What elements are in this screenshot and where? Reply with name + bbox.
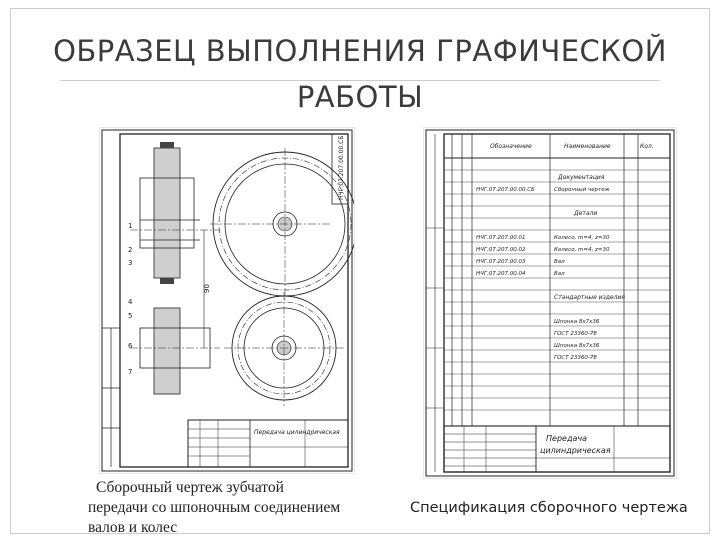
title-block-text: Передача цилиндрическая: [254, 429, 340, 436]
spec-title-line2: цилиндрическая: [540, 446, 611, 455]
assembly-drawing-image: НЧГ.07.207.00.00.СБ 90 1 2 3 4 5 6 7: [100, 128, 358, 473]
spec-section-docs: Документация: [557, 174, 605, 181]
assembly-drawing-svg: НЧГ.07.207.00.00.СБ 90 1 2 3 4 5 6 7: [101, 129, 358, 472]
callout-3: 3: [128, 259, 132, 267]
spec-part-desc-2: Колесо, m=4, z=30: [554, 247, 610, 253]
spec-section-standard: Стандартные изделия: [554, 294, 625, 301]
slide-title-line1: ОБРАЗЕЦ ВЫПОЛНЕНИЯ ГРАФИЧЕСКОЙ: [53, 34, 667, 68]
spec-section-parts: Детали: [573, 210, 597, 217]
spec-part-3: НЧГ.07.207.00.03: [476, 259, 526, 265]
spec-std-4: ГОСТ 23360-78: [554, 355, 597, 361]
title-divider: [60, 80, 660, 81]
assembly-caption: Сборочный чертеж зубчатой передачи со шп…: [88, 478, 398, 538]
callout-1: 1: [128, 222, 132, 230]
spec-part-2: НЧГ.07.207.00.02: [476, 247, 526, 253]
callout-2: 2: [128, 246, 132, 254]
spec-std-2: ГОСТ 23360-78: [554, 331, 597, 337]
spec-part-desc-1: Колесо, m=4, z=30: [554, 235, 610, 241]
spec-std-3: Шпонка 8х7х36: [554, 343, 600, 349]
callout-7: 7: [128, 368, 132, 376]
slide-title: ОБРАЗЕЦ ВЫПОЛНЕНИЯ ГРАФИЧЕСКОЙ РАБОТЫ: [0, 28, 720, 120]
spec-std-1: Шпонка 8х7х36: [554, 319, 600, 325]
spec-header-qty: Кол.: [640, 143, 654, 150]
callout-5: 5: [128, 312, 132, 320]
spec-part-desc-3: Вал: [554, 259, 565, 265]
slide-frame: [10, 8, 710, 534]
spec-doc-row-desc: Сборочный чертеж: [554, 187, 610, 193]
spec-header-name: Наименование: [564, 143, 611, 150]
spec-title-line1: Передача: [546, 434, 587, 443]
assembly-caption-line1: Сборочный чертеж зубчатой: [96, 479, 284, 496]
callout-6: 6: [128, 342, 133, 350]
stamp-code: НЧГ.07.207.00.00.СБ: [338, 136, 345, 200]
spec-part-4: НЧГ.07.207.00.04: [476, 271, 526, 277]
assembly-caption-line2: передачи со шпоночным соединением: [88, 499, 341, 516]
spec-header-designation: Обозначение: [490, 143, 532, 150]
specification-svg: Обозначение Наименование Кол.: [425, 129, 675, 477]
slide-title-line2: РАБОТЫ: [296, 80, 424, 114]
spec-part-1: НЧГ.07.207.00.01: [476, 235, 525, 241]
dimension-label: 90: [203, 284, 211, 293]
assembly-caption-line3: валов и колес: [88, 519, 178, 536]
spec-doc-row: НЧГ.07.207.00.00.СБ: [476, 187, 535, 193]
callout-4: 4: [128, 298, 133, 306]
spec-part-desc-4: Вал: [554, 271, 565, 277]
specification-image: Обозначение Наименование Кол.: [424, 128, 676, 478]
specification-caption: Спецификация сборочного чертежа: [410, 500, 688, 516]
